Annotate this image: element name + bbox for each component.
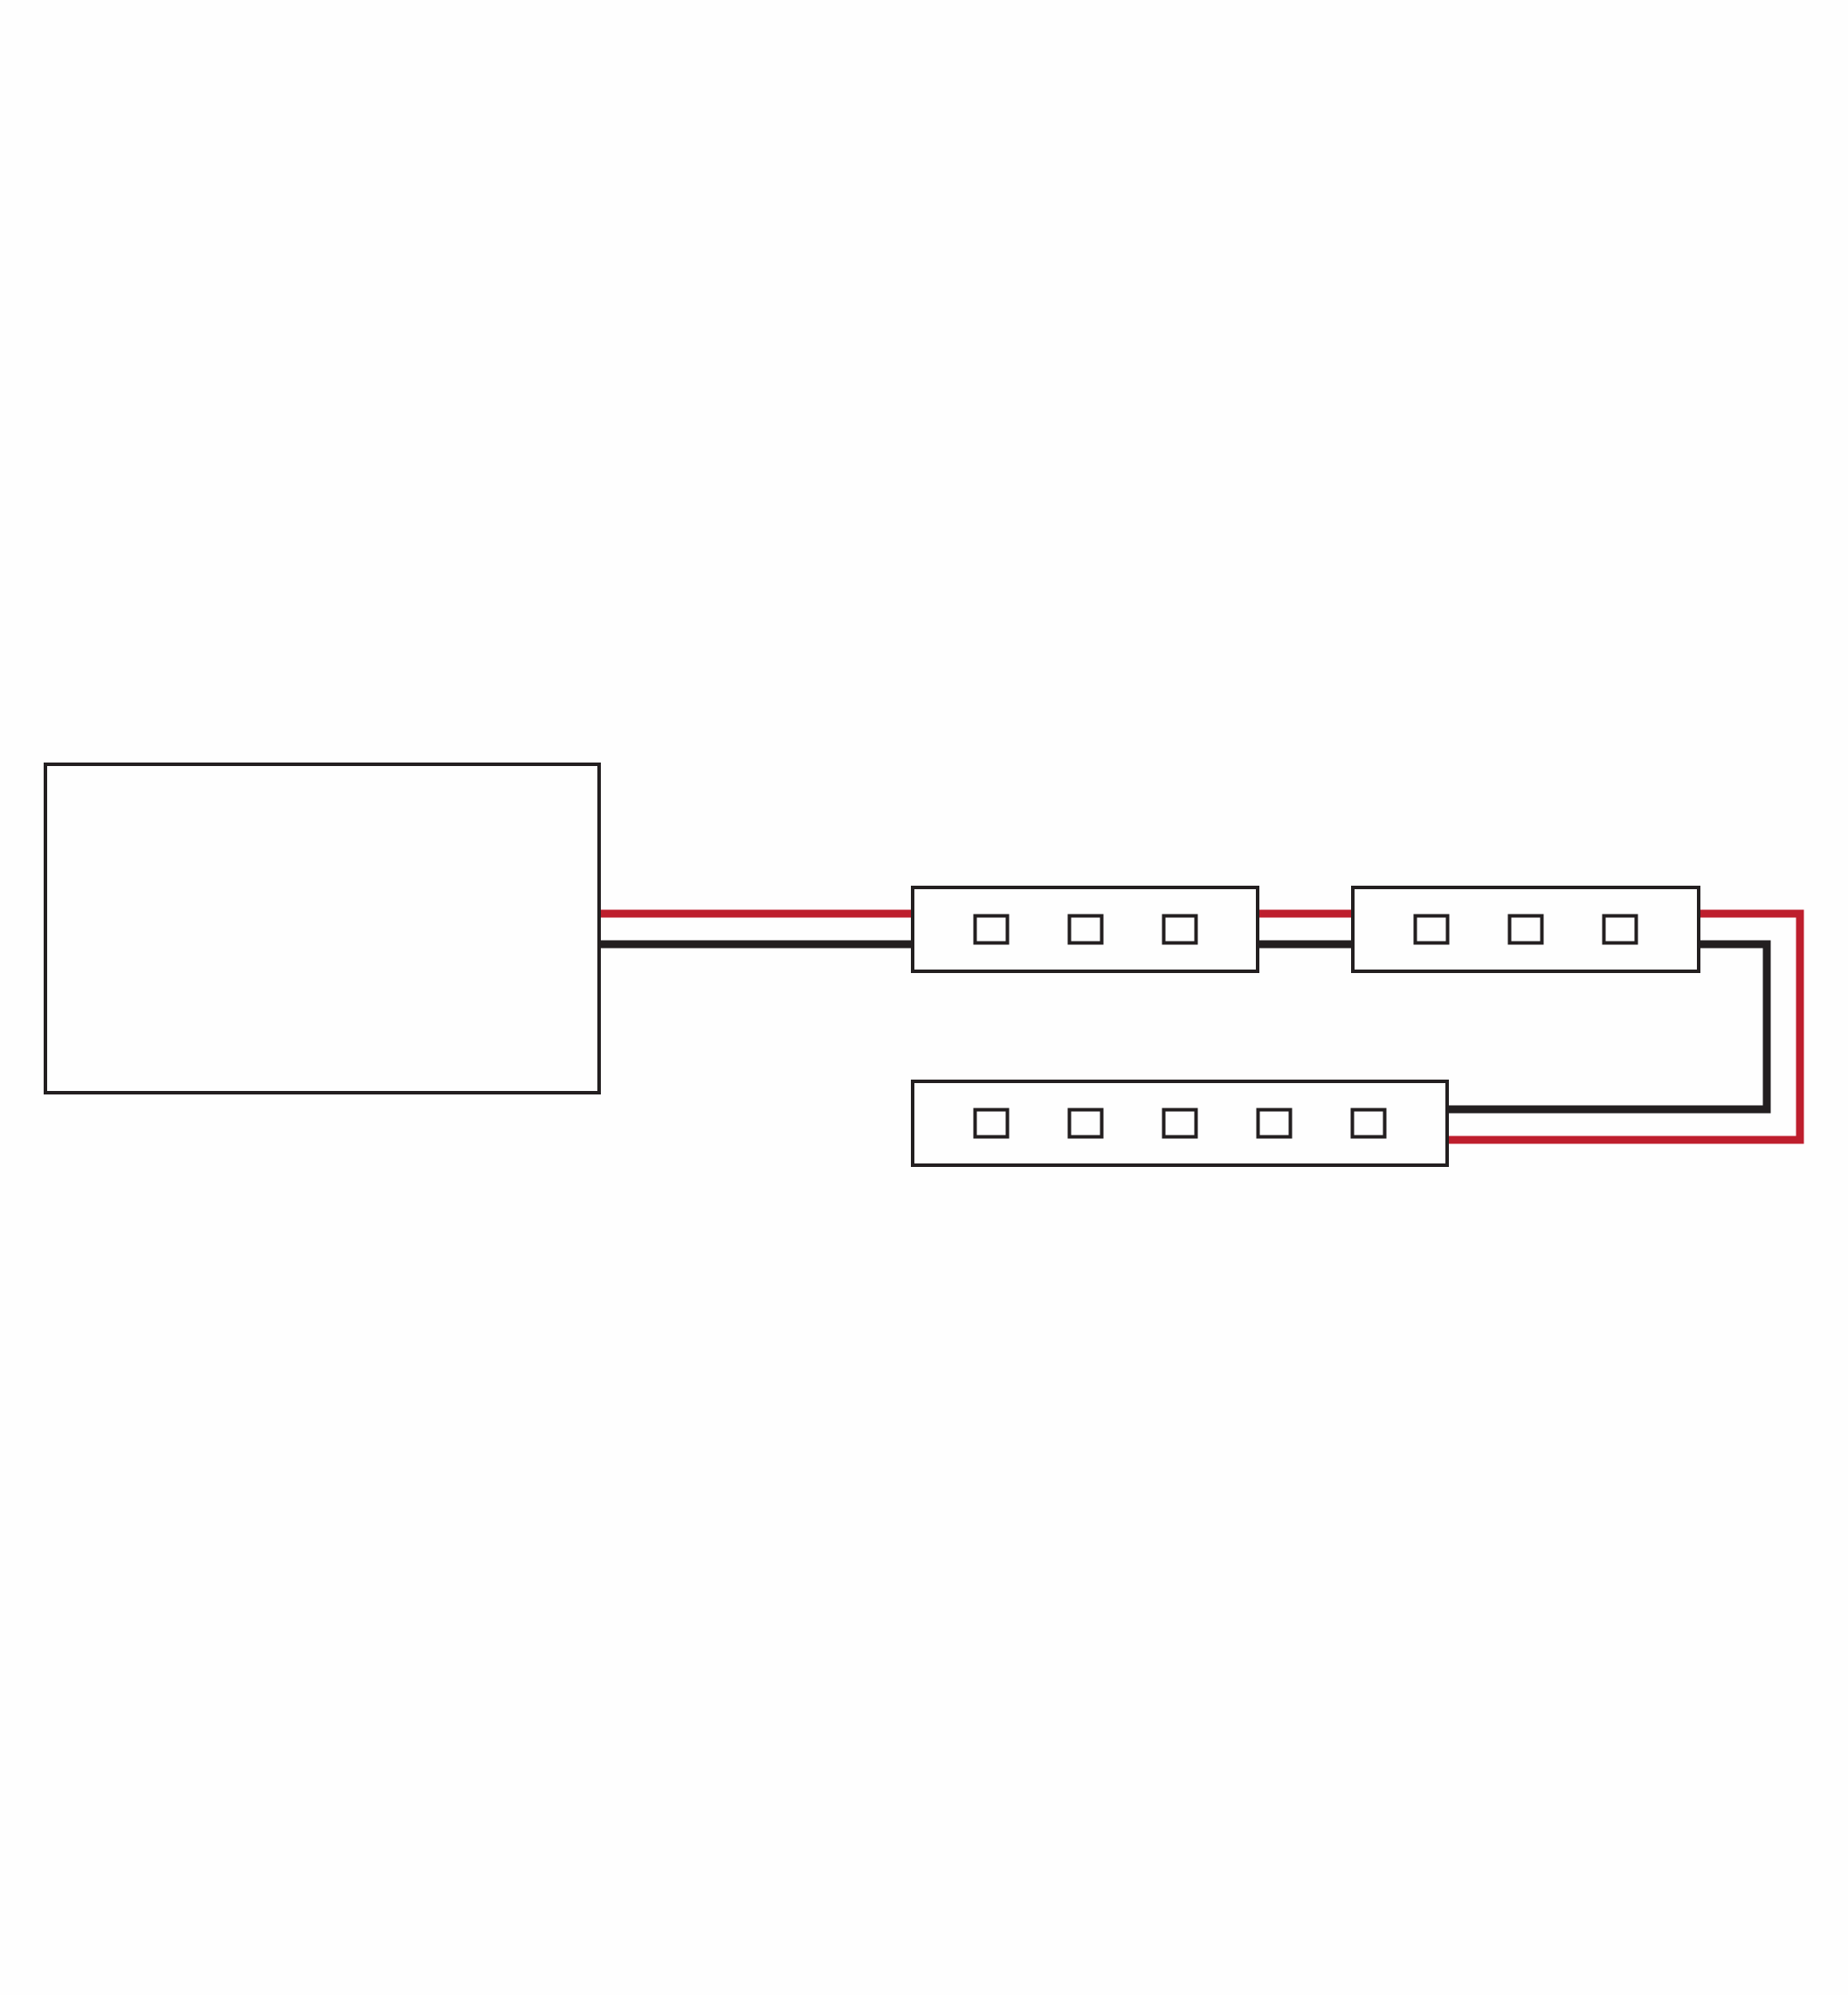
led-chip <box>1067 1108 1104 1139</box>
power-supply <box>44 763 601 1094</box>
led-strip-2 <box>1351 886 1700 973</box>
led-chip <box>1413 914 1450 945</box>
components <box>44 763 1700 1167</box>
led-chip <box>1162 1108 1198 1139</box>
led-chip <box>1067 914 1104 945</box>
led-chip <box>1507 914 1544 945</box>
led-chip <box>1162 914 1198 945</box>
power-supply-outline <box>44 763 601 1094</box>
led-strip-1 <box>911 886 1259 973</box>
led-chip <box>973 1108 1010 1139</box>
positive-wire-strip-2-to-strip-3 <box>1447 909 1804 1144</box>
led-strip-3 <box>911 1080 1449 1167</box>
led-chip <box>973 914 1010 945</box>
led-chip <box>1256 1108 1293 1139</box>
led-strip-1-outline <box>911 886 1259 973</box>
negative-wire-strip-2-to-strip-3 <box>1447 940 1771 1114</box>
led-chip <box>1602 914 1638 945</box>
wires <box>599 909 1804 1144</box>
led-chip <box>1350 1108 1387 1139</box>
